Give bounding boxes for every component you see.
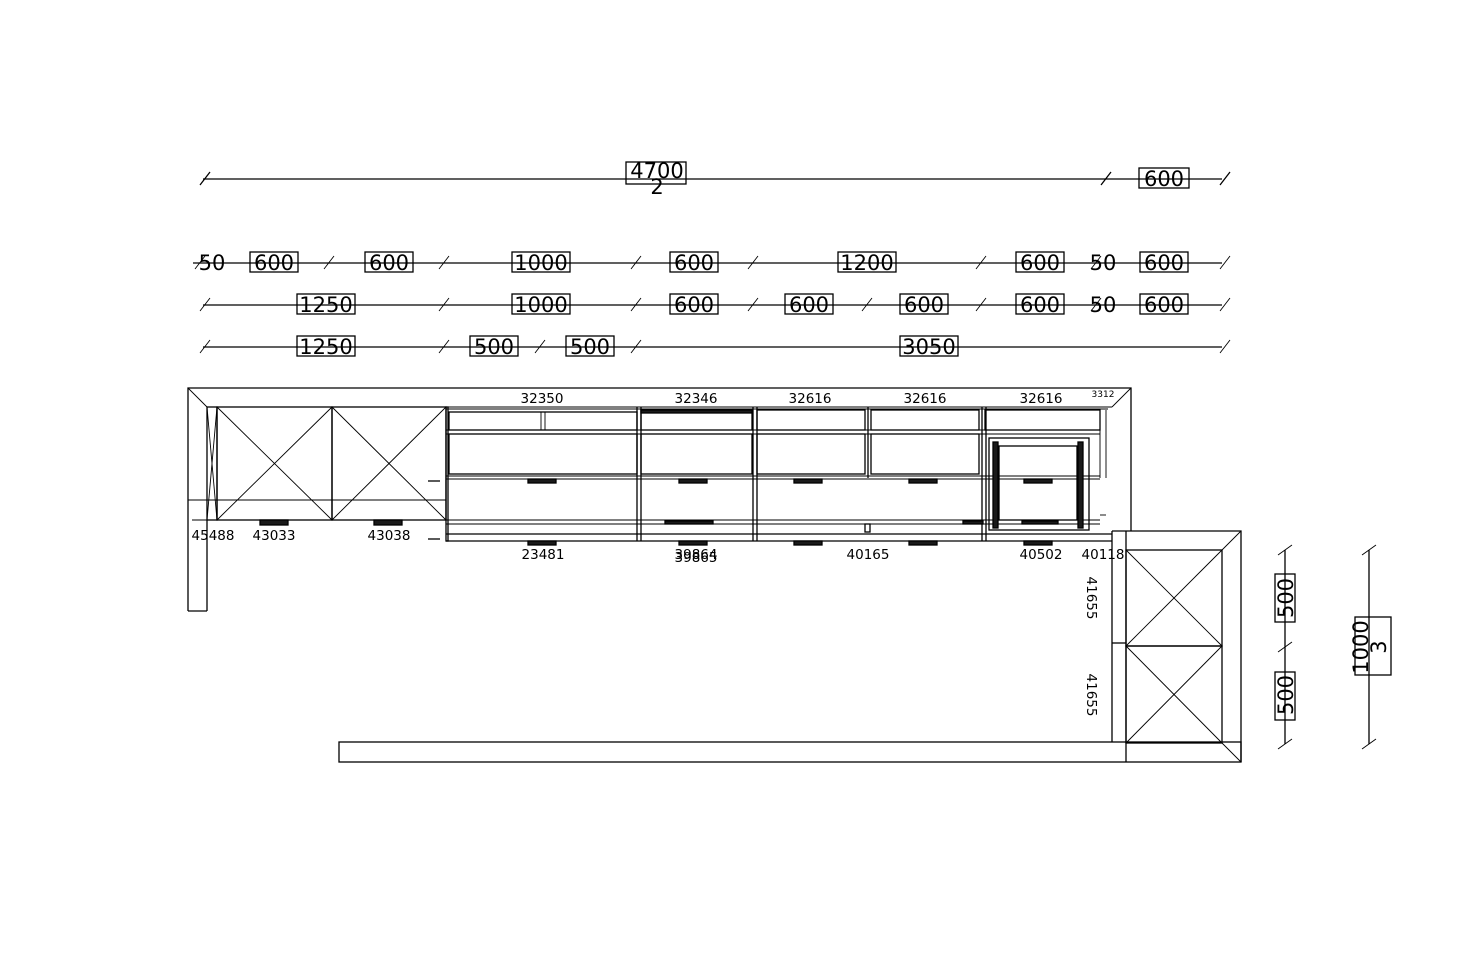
dimension-label: 1250 [299, 293, 352, 317]
dimension-tick [199, 171, 211, 186]
article-code: 23481 [522, 547, 565, 563]
dimension-label: 600 [1144, 293, 1184, 317]
appliance-frame [988, 437, 1090, 531]
dimension-right: 500 500 1000 3 [1274, 544, 1392, 750]
mid-cabinets [446, 433, 1100, 484]
wall-outline [187, 387, 1132, 611]
article-code: 32616 [789, 391, 832, 407]
front-counter [338, 741, 1242, 763]
base-unit-codes: 45488 43033 43038 23481 39864 39865 4016… [192, 528, 1125, 566]
dimension-label: 1000 [514, 293, 567, 317]
kitchen-corner-leg [1111, 530, 1242, 763]
article-code: 40118 [1082, 547, 1125, 563]
base-cabinets [445, 406, 1112, 546]
dimension-label: 50 [199, 251, 226, 275]
dimension-label: 1250 [299, 335, 352, 359]
dimension-label: 500 [474, 335, 514, 359]
tall-cabinet-left [188, 406, 447, 540]
dimension-label: 3050 [902, 335, 955, 359]
dimension-label: 1000 [1349, 620, 1373, 673]
dimension-label: 600 [1144, 251, 1184, 275]
dimension-label: 600 [1144, 167, 1184, 191]
article-code: 43038 [368, 528, 411, 544]
dimension-row-3: 1250 1000 600 600 600 600 50 600 [199, 293, 1231, 317]
dimension-label: 500 [1274, 675, 1298, 715]
article-code: 32616 [1020, 391, 1063, 407]
dimension-label: 600 [1020, 293, 1060, 317]
dimension-label: 50 [1090, 251, 1117, 275]
dimension-sublabel: 2 [650, 175, 663, 199]
article-code: 40502 [1020, 547, 1063, 563]
corner-unit-codes: 41655 41655 [1083, 577, 1099, 717]
dimension-row-4: 1250 500 500 3050 [199, 335, 1231, 359]
dimension-label: 600 [674, 293, 714, 317]
article-code: 40165 [847, 547, 890, 563]
dimension-tick [1219, 171, 1231, 186]
dimension-label: 500 [570, 335, 610, 359]
dimension-label: 1000 [514, 251, 567, 275]
article-code: 32616 [904, 391, 947, 407]
article-code: 32350 [521, 391, 564, 407]
dimension-label: 4700 [630, 159, 683, 183]
article-code: 39864 [675, 547, 718, 563]
wall-cabinets [446, 408, 1108, 478]
dimension-label: 600 [369, 251, 409, 275]
dimension-label: 600 [904, 293, 944, 317]
article-code: 41655 [1083, 674, 1099, 717]
article-code: 39865 [675, 550, 718, 566]
article-code: 32346 [675, 391, 718, 407]
dimension-label: 600 [254, 251, 294, 275]
dimension-sublabel: 3 [1367, 640, 1391, 653]
article-code: 41655 [1083, 577, 1099, 620]
kitchen-main-run [187, 387, 1132, 612]
dimension-label: 600 [674, 251, 714, 275]
dimension-label: 500 [1274, 578, 1298, 618]
article-code: 45488 [192, 528, 235, 544]
dimension-label: 600 [1020, 251, 1060, 275]
article-code: 43033 [253, 528, 296, 544]
dimension-label: 50 [1090, 293, 1117, 317]
article-code: 3312 [1092, 390, 1115, 400]
wall-unit-codes: 32350 32346 32616 32616 32616 3312 [521, 390, 1115, 407]
dimension-tick [1100, 171, 1112, 186]
dimension-label: 1200 [840, 251, 893, 275]
dimension-label: 600 [789, 293, 829, 317]
dimension-row-2: 50 600 600 1000 600 1200 600 50 600 [193, 251, 1231, 275]
dimension-row-1: 4700 2 600 [199, 159, 1231, 199]
